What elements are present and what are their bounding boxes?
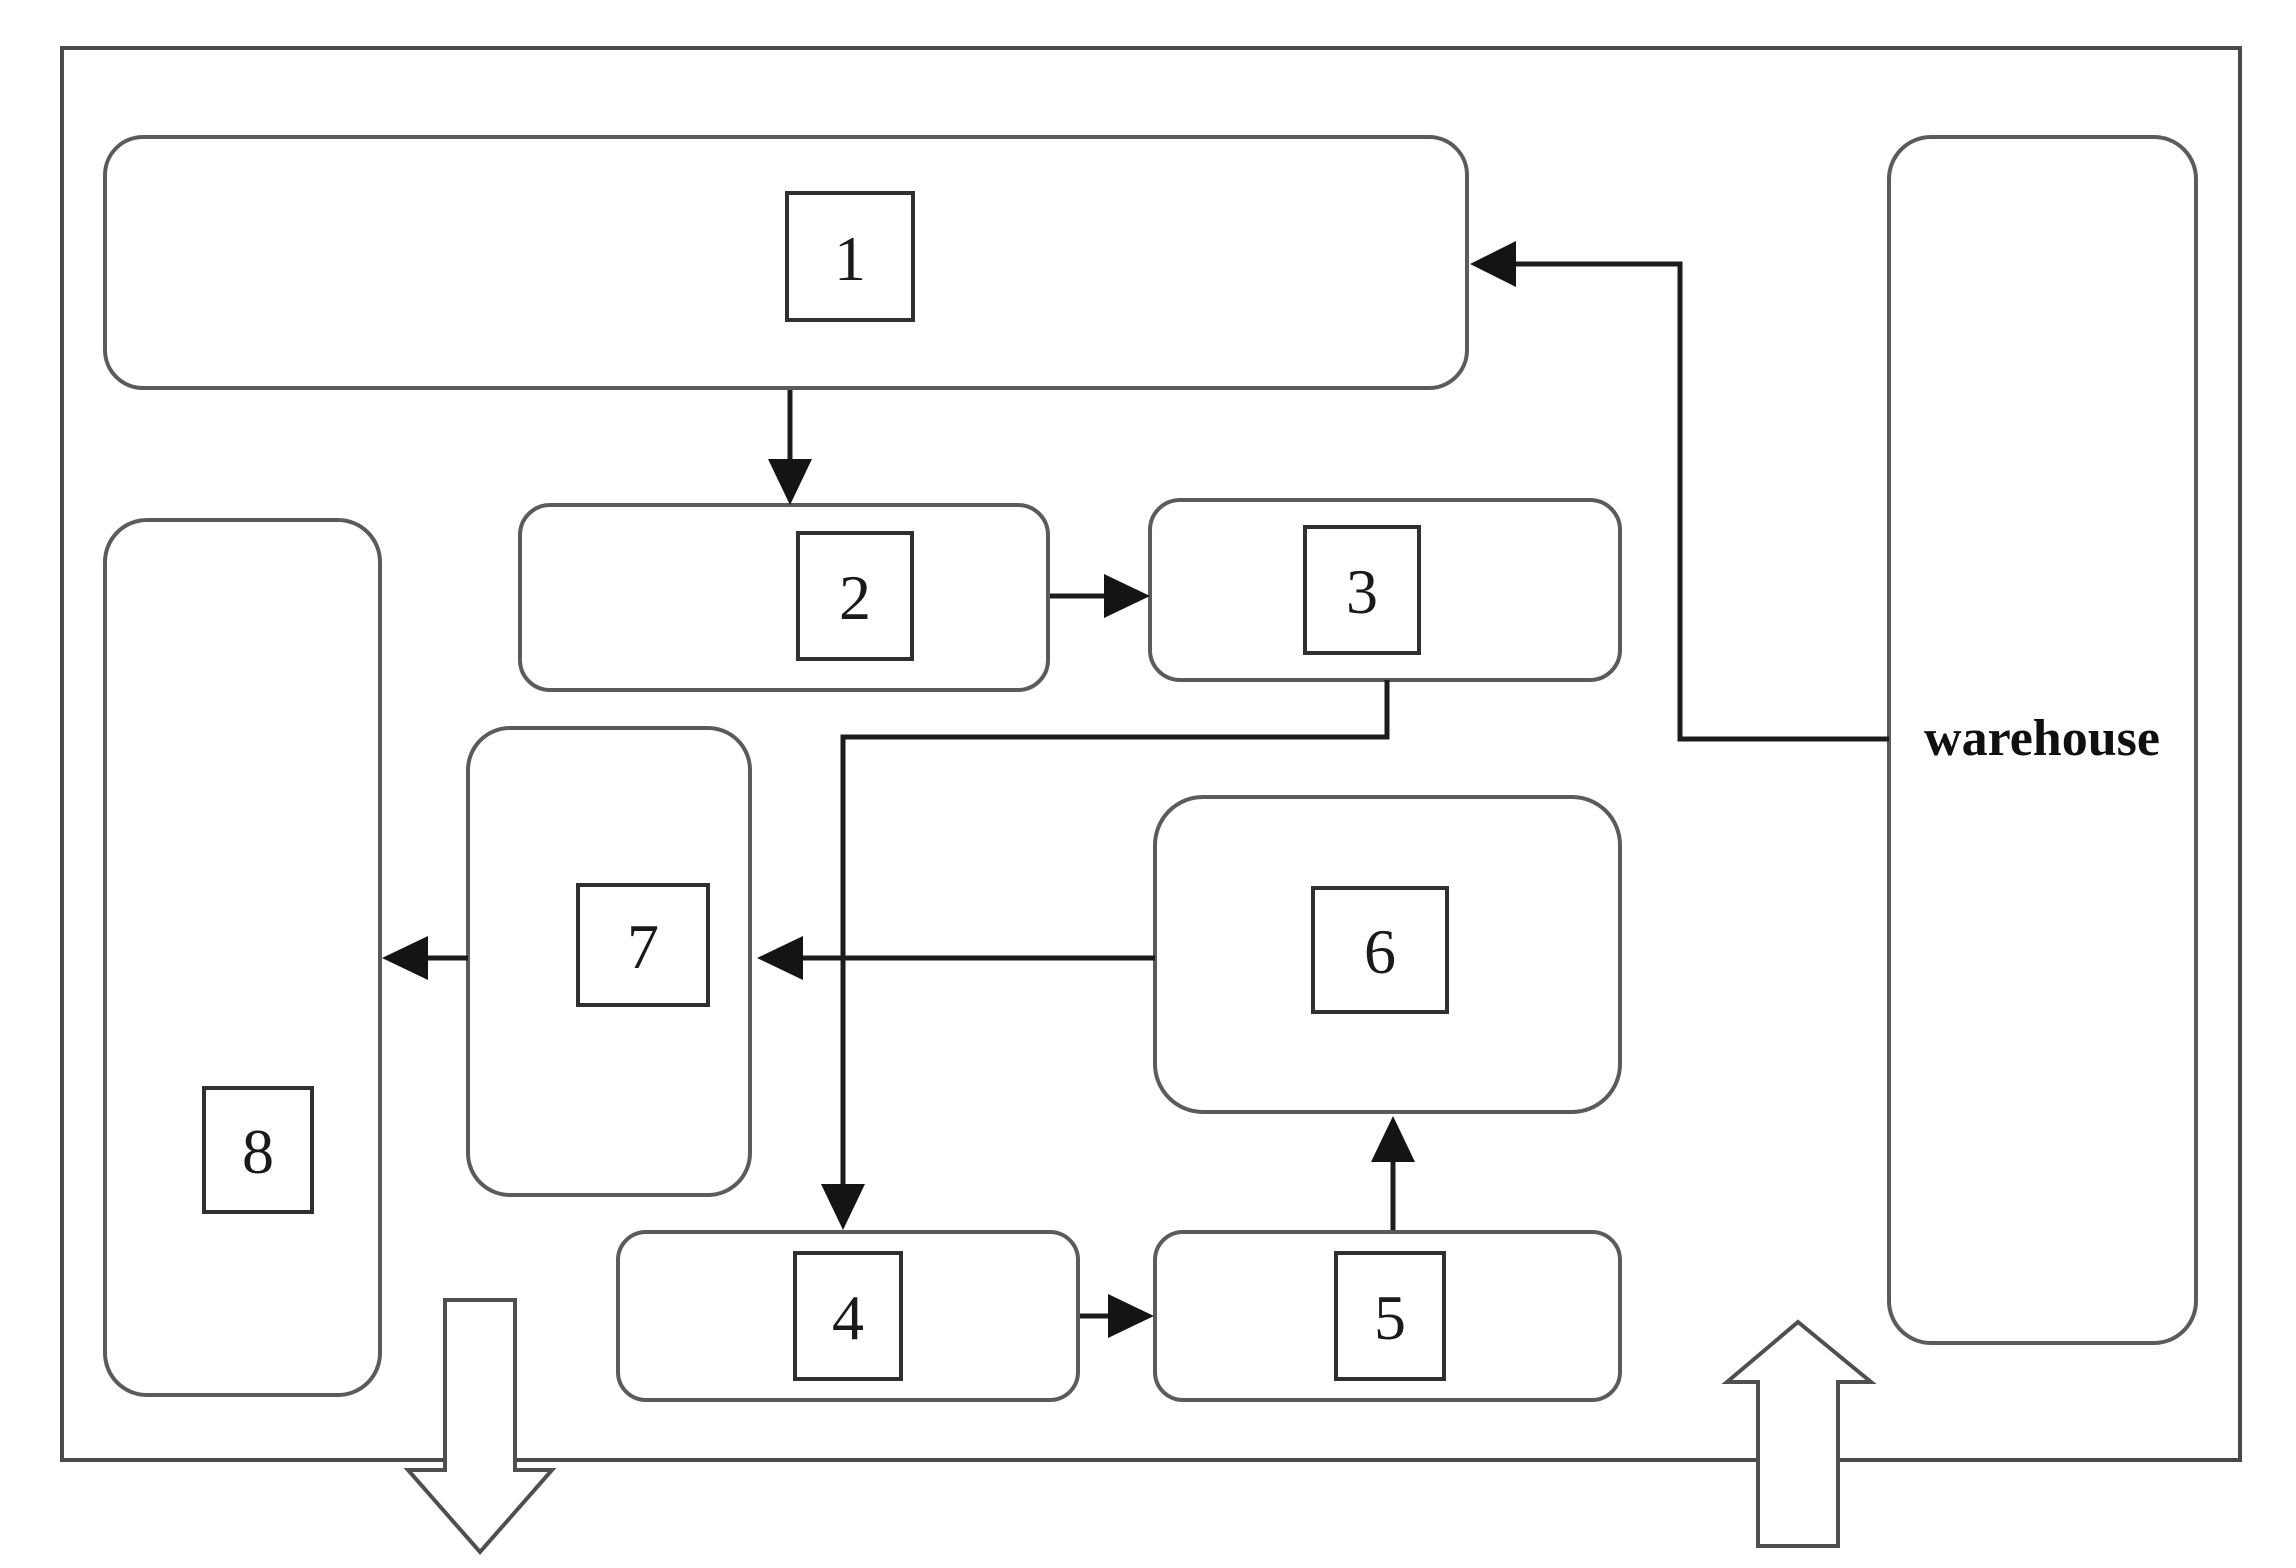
edge-1-to-2-arrowhead-icon <box>768 459 812 505</box>
node-4-label: 4 <box>832 1282 864 1353</box>
edge-2-to-3 <box>1050 574 1150 618</box>
node-6: 6 <box>1153 795 1622 1114</box>
edge-4-to-5-arrowhead-icon <box>1108 1294 1154 1338</box>
node-2-label: 2 <box>839 562 871 633</box>
edge-4-to-5 <box>1080 1294 1154 1338</box>
edge-3-to-4 <box>821 680 1390 1230</box>
edge-6-to-7-arrowhead-icon <box>757 936 803 980</box>
node-2-box <box>518 503 1050 692</box>
node-2: 2 <box>518 503 1050 692</box>
node-6-number-square <box>1311 886 1449 1014</box>
node-2-number-square <box>796 531 914 661</box>
edge-5-to-6-arrowhead-icon <box>1371 1116 1415 1162</box>
edge-warehouse-to-1-arrowhead-icon <box>1470 241 1516 287</box>
node-4-number-square <box>793 1251 903 1381</box>
edge-6-to-7 <box>757 936 1155 980</box>
warehouse-label: warehouse <box>1924 710 2160 767</box>
node-3-number-square <box>1303 525 1421 655</box>
node-6-label: 6 <box>1364 916 1396 987</box>
node-5-number-square <box>1334 1251 1446 1381</box>
edge-5-to-6 <box>1371 1116 1415 1230</box>
node-8-box <box>103 518 382 1397</box>
node-5-label: 5 <box>1374 1282 1406 1353</box>
edge-7-to-8 <box>382 936 468 980</box>
edge-3-to-4-arrowhead-icon <box>821 1184 865 1230</box>
edge-7-to-8-arrowhead-icon <box>382 936 428 980</box>
node-3-label: 3 <box>1346 556 1378 627</box>
warehouse-node: warehouse <box>1887 135 2198 1345</box>
node-8-label: 8 <box>242 1116 274 1187</box>
node-1-number-square <box>785 191 915 322</box>
node-7-number-square <box>576 883 710 1007</box>
node-5: 5 <box>1153 1230 1622 1402</box>
edge-3-to-4-line <box>840 680 1390 1218</box>
exit-down-arrow-icon <box>403 1298 557 1556</box>
entrance-up-arrow-icon <box>1721 1319 1877 1548</box>
node-3: 3 <box>1148 498 1622 682</box>
node-8-number-square <box>202 1086 314 1214</box>
node-1-label: 1 <box>834 223 866 294</box>
node-8: 8 <box>103 518 382 1397</box>
edge-warehouse-to-1-line <box>1482 261 1889 742</box>
node-7-label: 7 <box>627 911 659 982</box>
node-1: 1 <box>103 135 1469 390</box>
node-7: 7 <box>466 726 752 1197</box>
edge-1-to-2 <box>768 390 812 505</box>
edge-2-to-3-arrowhead-icon <box>1104 574 1150 618</box>
edge-warehouse-to-1 <box>1470 241 1889 742</box>
node-4: 4 <box>616 1230 1080 1402</box>
